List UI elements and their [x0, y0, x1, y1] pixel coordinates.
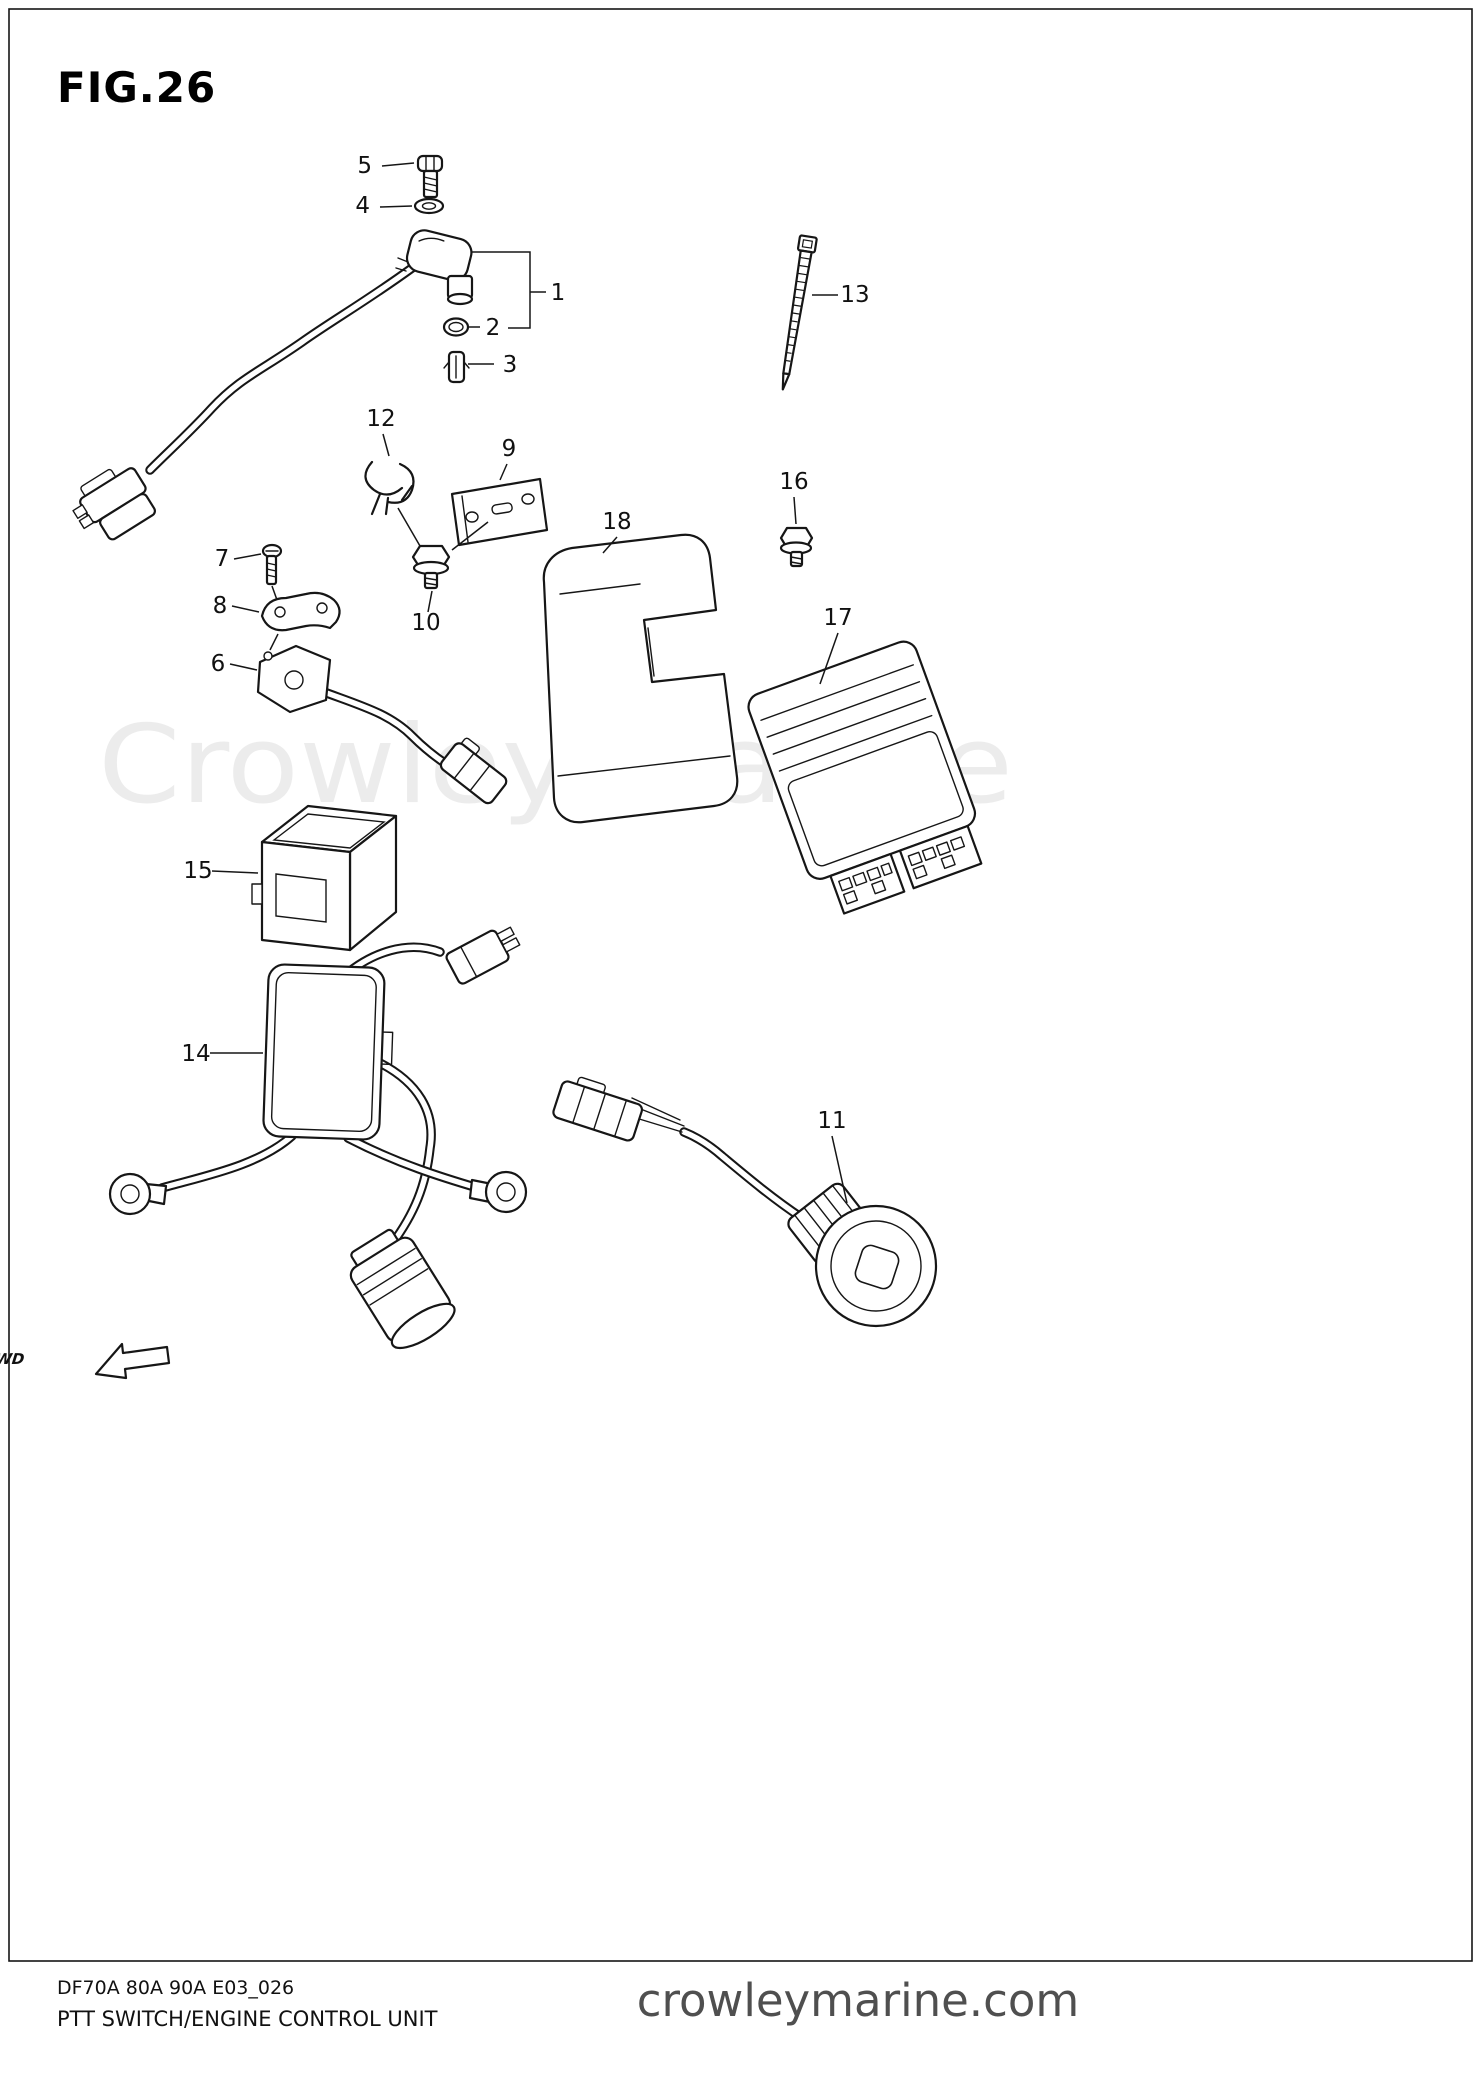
svg-text:9: 9 [502, 436, 517, 462]
fwd-label: FWD [0, 1350, 25, 1368]
callout-12: 12 [366, 406, 396, 457]
part-1-connector [72, 467, 156, 541]
svg-text:10: 10 [411, 610, 440, 636]
part-14-ring-terminal-left [108, 1172, 168, 1216]
part-14-ring-terminal-right [468, 1170, 528, 1214]
callout-1: 1 [472, 251, 566, 329]
page-border [8, 8, 1473, 1962]
part-14-unit-assembly [108, 926, 528, 1350]
svg-text:11: 11 [817, 1108, 846, 1134]
footer-model-code: DF70A 80A 90A E03_026 [57, 1977, 294, 1999]
part-17-ecu [747, 640, 983, 915]
fwd-arrow: FWD [0, 1342, 171, 1380]
callout-16: 16 [779, 469, 809, 525]
part-5-screw [416, 154, 444, 199]
footer-caption: PTT SWITCH/ENGINE CONTROL UNIT [57, 2007, 438, 2031]
callout-10: 10 [411, 590, 441, 636]
callout-6: 6 [211, 651, 258, 677]
part-9-bracket [397, 477, 549, 551]
callout-7: 7 [215, 546, 262, 572]
svg-text:2: 2 [486, 315, 501, 341]
part-14-round-connector [349, 1228, 456, 1350]
callout-4: 4 [355, 193, 413, 219]
svg-text:16: 16 [779, 469, 808, 495]
callout-3: 3 [468, 352, 517, 378]
svg-text:18: 18 [602, 509, 631, 535]
part-4-washer [413, 197, 445, 215]
svg-text:12: 12 [366, 406, 395, 432]
svg-text:17: 17 [823, 605, 852, 631]
part-10-bolt [411, 544, 451, 590]
part-11-ptt-switch [552, 1076, 938, 1328]
part-18-cover [542, 533, 739, 824]
svg-text:5: 5 [357, 153, 372, 179]
callout-13: 13 [812, 282, 870, 308]
callout-17: 17 [819, 605, 853, 685]
part-1-sensor-assembly [72, 229, 474, 541]
part-8-bracket-plate [260, 591, 341, 651]
part-3-clip [443, 350, 470, 384]
part-12-clamp [364, 460, 415, 516]
callouts: 5 4 1 2 3 13 12 9 [181, 153, 870, 1204]
callout-2: 2 [469, 315, 500, 341]
part-11-connector [552, 1076, 644, 1142]
callout-15: 15 [183, 858, 259, 884]
callout-5: 5 [357, 153, 415, 179]
part-14-top-connector [445, 926, 521, 985]
svg-text:1: 1 [551, 280, 566, 306]
callout-8: 8 [213, 593, 260, 619]
footer-website: crowleymarine.com [637, 1974, 1079, 2027]
callout-14: 14 [181, 1041, 263, 1067]
footer: DF70A 80A 90A E03_026 PTT SWITCH/ENGINE … [57, 1974, 1079, 2031]
callout-9: 9 [499, 436, 517, 481]
callout-11: 11 [817, 1108, 848, 1204]
svg-text:7: 7 [215, 546, 230, 572]
part-16-bolt [779, 526, 814, 568]
part-2-o-ring [442, 317, 470, 337]
svg-text:13: 13 [840, 282, 869, 308]
svg-text:4: 4 [355, 193, 370, 219]
svg-text:8: 8 [213, 593, 228, 619]
svg-text:6: 6 [211, 651, 226, 677]
part-7-screw [261, 543, 283, 601]
figure-title: FIG.26 [57, 63, 216, 112]
svg-text:15: 15 [183, 858, 212, 884]
part-6-connector [439, 737, 508, 805]
part-13-cable-tie [781, 234, 818, 391]
part-6-sensor-assembly [256, 644, 508, 805]
svg-text:3: 3 [503, 352, 518, 378]
svg-text:14: 14 [181, 1041, 210, 1067]
part-15-cover-box [251, 804, 398, 952]
callout-18: 18 [602, 509, 632, 554]
